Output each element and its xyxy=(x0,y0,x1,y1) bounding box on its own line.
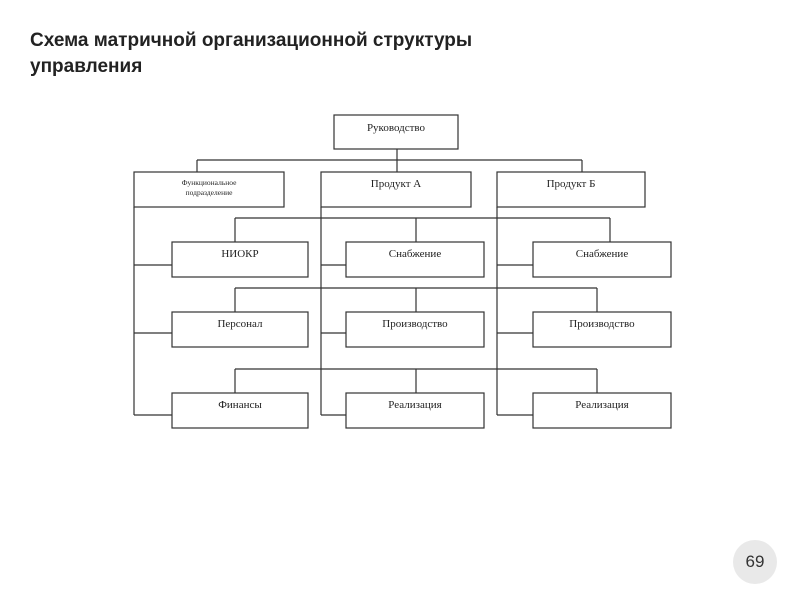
box-finance: Финансы xyxy=(171,392,309,429)
box-a-supply: Снабжение xyxy=(345,241,485,278)
box-functional-division-label-1: Функциональное xyxy=(182,178,238,187)
box-functional-division: Функциональное подразделение xyxy=(133,171,285,208)
box-b-sales-label: Реализация xyxy=(575,399,628,411)
box-b-production: Производство xyxy=(532,311,672,348)
slide-title: Схема матричной организационной структур… xyxy=(30,28,550,80)
slide-title-line-2: управления xyxy=(30,56,143,77)
slide-title-line-1: Схема матричной организационной структур… xyxy=(30,30,473,51)
box-a-production-label: Производство xyxy=(382,318,448,330)
box-product-a-label: Продукт А xyxy=(371,178,421,190)
box-b-supply: Снабжение xyxy=(532,241,672,278)
box-b-supply-label: Снабжение xyxy=(576,248,629,260)
box-management-label: Руководство xyxy=(367,122,426,134)
page-number-badge: 69 xyxy=(733,540,777,584)
box-a-production: Производство xyxy=(345,311,485,348)
box-functional-division-label-2: подразделение xyxy=(186,188,234,197)
box-research-label: НИОКР xyxy=(221,248,258,260)
box-b-sales: Реализация xyxy=(532,392,672,429)
box-finance-label: Финансы xyxy=(218,399,262,411)
box-research: НИОКР xyxy=(171,241,309,278)
box-product-b: Продукт Б xyxy=(496,171,646,208)
box-product-b-label: Продукт Б xyxy=(547,178,596,190)
box-product-a: Продукт А xyxy=(320,171,472,208)
box-a-supply-label: Снабжение xyxy=(389,248,442,260)
box-a-sales-label: Реализация xyxy=(388,399,441,411)
box-b-production-label: Производство xyxy=(569,318,635,330)
box-personnel: Персонал xyxy=(171,311,309,348)
box-management: Руководство xyxy=(333,114,459,150)
page-number: 69 xyxy=(745,552,765,571)
box-personnel-label: Персонал xyxy=(217,318,263,330)
box-a-sales: Реализация xyxy=(345,392,485,429)
diagram-connectors xyxy=(133,149,611,416)
